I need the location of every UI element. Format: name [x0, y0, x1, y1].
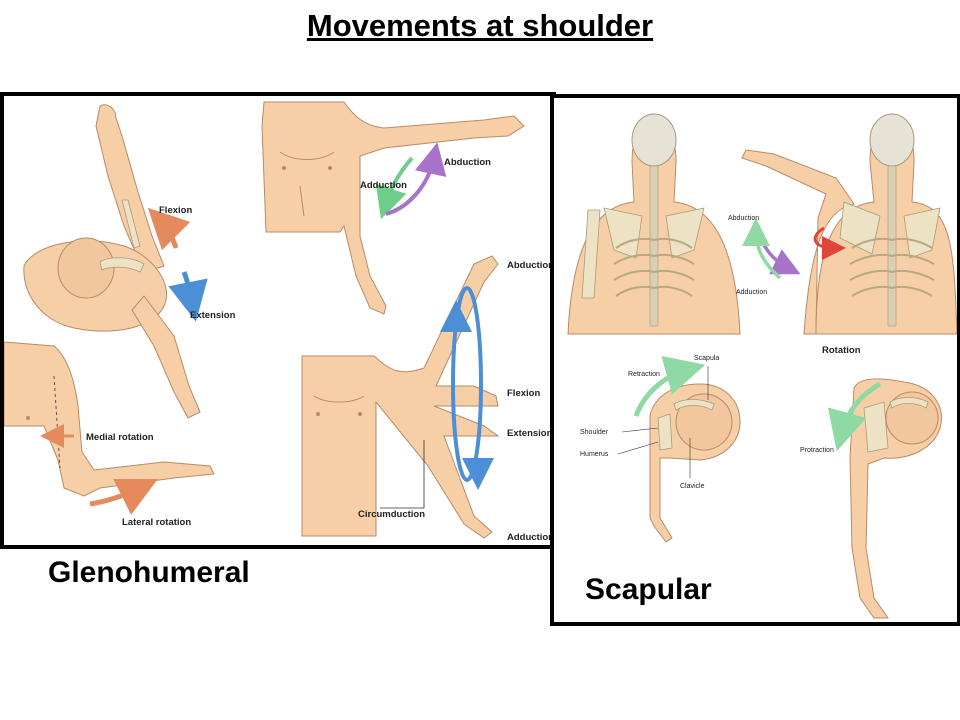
- protraction-figure: [849, 378, 942, 619]
- glenohumeral-caption: Glenohumeral: [48, 556, 250, 589]
- abduction-arrow-top: [385, 142, 447, 216]
- circumduction-figure: [301, 255, 500, 539]
- flexion-label-right: Flexion: [507, 388, 540, 399]
- shoulder-leader: [621, 427, 659, 433]
- flexion-label: Flexion: [159, 205, 192, 216]
- extension-label-right: Extension: [507, 428, 552, 439]
- page-title: Movements at shoulder: [306, 8, 654, 43]
- rotation-arrow: [813, 226, 846, 260]
- extension-label: Extension: [190, 310, 236, 321]
- rotation-label: Rotation: [822, 345, 861, 356]
- adduction-label-top: Adduction: [360, 180, 407, 191]
- clavicle-label: Clavicle: [680, 483, 705, 490]
- retraction-figure: [649, 383, 741, 543]
- glenohumeral-illustration: Flexion Extension Abduction Adduction Me…: [4, 101, 552, 543]
- adduction-arrow-scapula: [742, 218, 782, 280]
- humerus-label: Humerus: [580, 451, 609, 458]
- circumduction-leader: [380, 440, 425, 509]
- scapula-abduction-label: Abduction: [728, 215, 759, 222]
- scapula-label: Scapula: [694, 355, 719, 362]
- back-view-left: [567, 113, 741, 335]
- lateral-rotation-label: Lateral rotation: [122, 517, 191, 528]
- protraction-label: Protraction: [800, 447, 834, 454]
- abduction-label-right: Abduction: [507, 260, 552, 271]
- scapular-illustration: Abduction Adduction Rotation Retraction …: [567, 113, 957, 619]
- glenohumeral-panel: Flexion Extension Abduction Adduction Me…: [0, 92, 556, 549]
- adduction-arrow-top: [375, 156, 414, 220]
- scapular-panel: Abduction Adduction Rotation Retraction …: [550, 94, 960, 626]
- lateral-rotation-arrow: [89, 479, 158, 515]
- scapular-caption: Scapular: [585, 573, 712, 606]
- protraction-arrow: [827, 381, 882, 452]
- scapula-adduction-label: Adduction: [736, 289, 767, 296]
- shoulder-label: Shoulder: [580, 429, 609, 436]
- retraction-arrow: [633, 355, 706, 417]
- extension-arrow: [168, 271, 208, 322]
- rotation-figure: [4, 341, 215, 497]
- abduction-label-top: Abduction: [444, 157, 491, 168]
- adduction-label-bottom: Adduction: [507, 532, 552, 543]
- abduction-adduction-figure: [261, 101, 525, 315]
- back-view-right: [741, 113, 957, 335]
- circumduction-label: Circumduction: [358, 509, 425, 520]
- flexion-arrow: [147, 207, 191, 251]
- medial-rotation-label: Medial rotation: [86, 432, 154, 443]
- retraction-label: Retraction: [628, 371, 660, 378]
- abduction-arrow-scapula: [756, 225, 801, 275]
- humerus-leader: [617, 441, 659, 455]
- flexion-extension-figure: [23, 104, 201, 419]
